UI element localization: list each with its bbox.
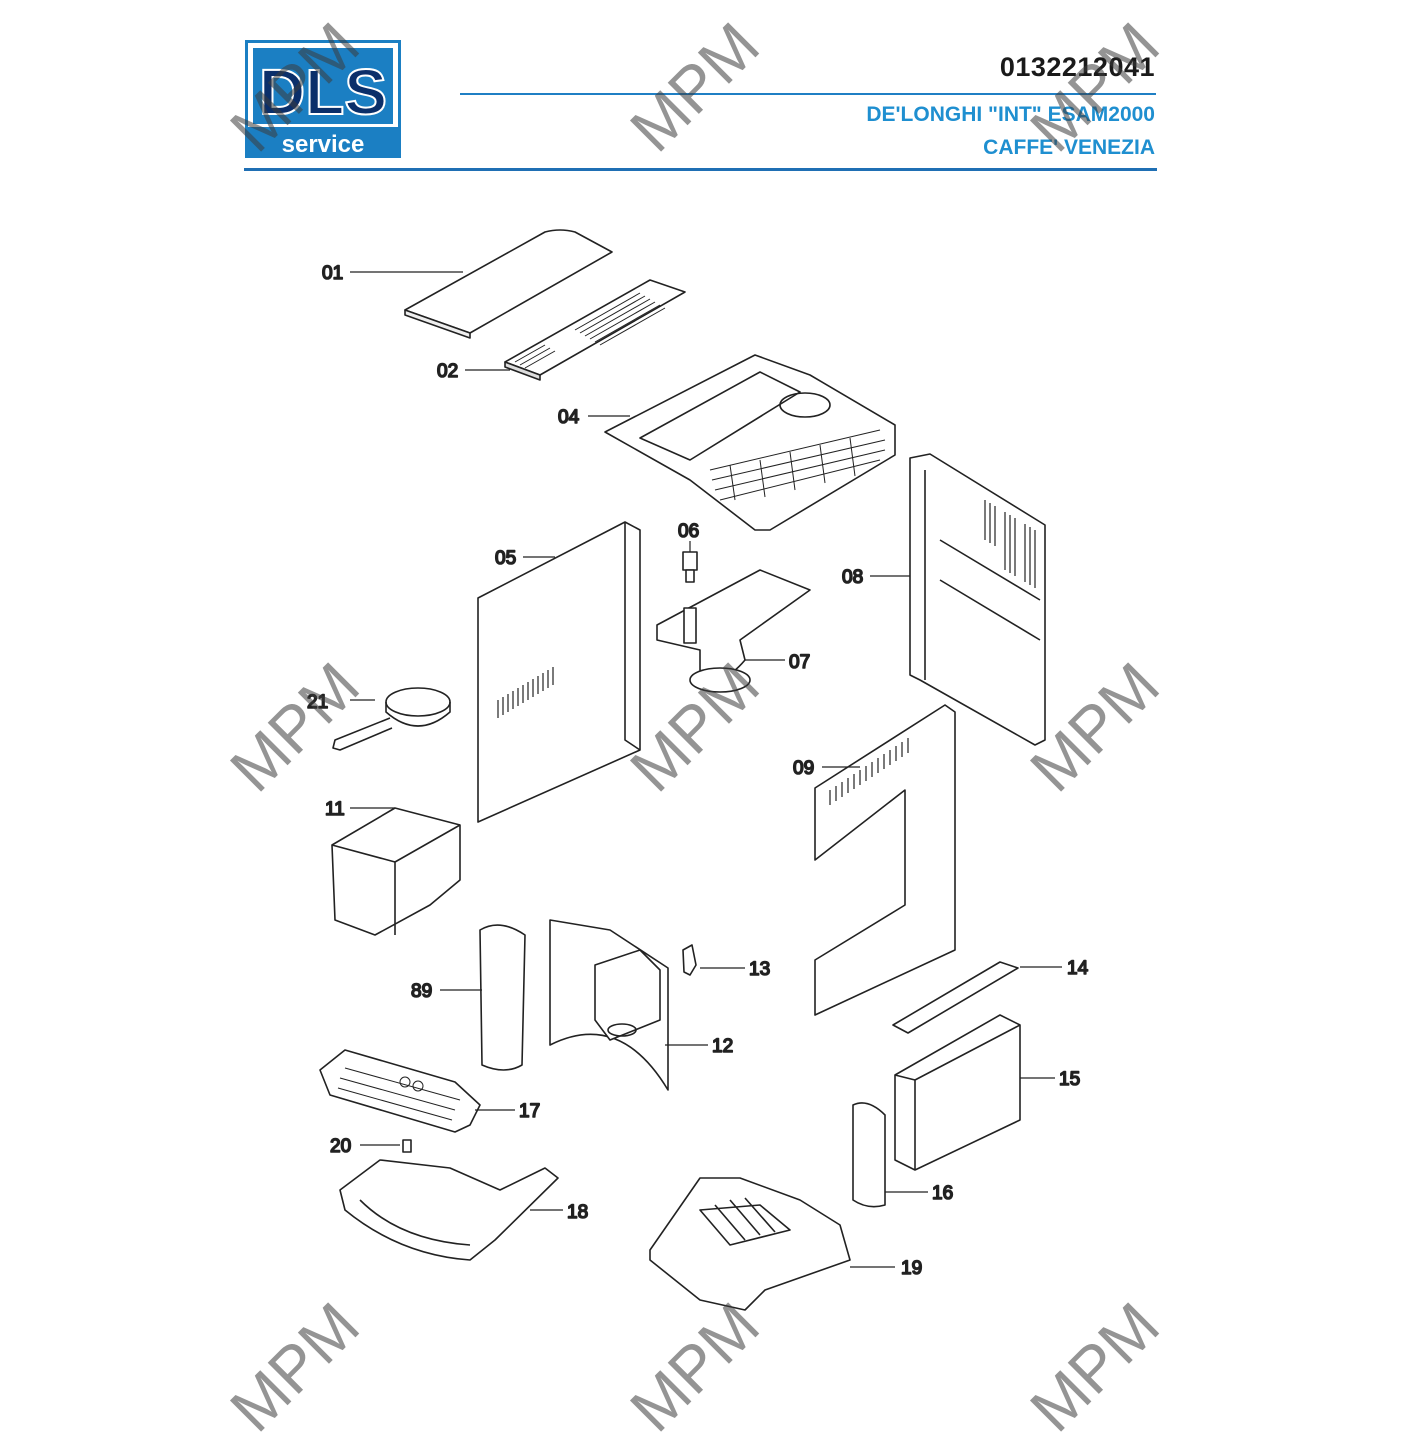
label-part-21: 21: [307, 692, 328, 713]
label-part-16: 16: [932, 1183, 953, 1204]
logo-service-text: service: [282, 131, 365, 158]
label-part-15: 15: [1059, 1069, 1080, 1090]
part-17-drip-grille: [319, 1049, 481, 1133]
part-19-base: [649, 1177, 851, 1311]
label-part-07: 07: [789, 652, 810, 673]
part-04-top-frame: [604, 354, 896, 531]
part-21-coffee-scoop: [332, 687, 451, 751]
label-part-17: 17: [519, 1101, 540, 1122]
label-part-12: 12: [712, 1036, 733, 1057]
part-11-water-tank: [331, 807, 461, 936]
model-subtitle: CAFFE' VENEZIA: [983, 136, 1155, 159]
logo-letters: DLS: [259, 56, 387, 128]
label-part-11: 11: [325, 799, 345, 820]
part-06-knob: [682, 551, 698, 583]
part-14-slide: [892, 961, 1019, 1034]
leader-lines: [350, 271, 1062, 1268]
part-18-drip-tray: [339, 1159, 559, 1261]
part-02-grille-cover: [504, 279, 686, 381]
label-part-13: 13: [749, 959, 770, 980]
label-part-02: 02: [437, 361, 458, 382]
label-part-20: 20: [330, 1136, 351, 1157]
label-part-89: 89: [411, 981, 432, 1002]
part-12-front-assembly: [549, 919, 669, 1091]
document-number: 0132212041: [999, 52, 1155, 82]
label-part-19: 19: [901, 1258, 922, 1279]
label-part-14: 14: [1067, 958, 1089, 979]
label-part-08: 08: [842, 567, 863, 588]
part-01-lid: [404, 229, 613, 339]
label-part-05: 05: [495, 548, 516, 569]
model-title: DE'LONGHI "INT" ESAM2000: [866, 103, 1155, 126]
part-20-pin: [402, 1139, 412, 1153]
dls-service-logo: DLS service: [245, 40, 401, 158]
header-divider: [460, 93, 1156, 95]
part-16-side-column: [852, 1102, 886, 1208]
part-05-side-panel: [477, 521, 641, 823]
part-13-clip: [682, 944, 697, 976]
label-part-04: 04: [558, 407, 580, 428]
label-part-01: 01: [322, 263, 343, 284]
header-bottom-rule: [244, 168, 1157, 171]
part-09-front-panel: [814, 704, 956, 1016]
label-part-06: 06: [678, 521, 699, 542]
part-15-dreg-box: [894, 1014, 1021, 1171]
label-part-09: 09: [793, 758, 814, 779]
part-89-side-column: [479, 924, 526, 1071]
label-part-18: 18: [567, 1202, 588, 1223]
part-08-back-panel: [909, 453, 1046, 746]
part-07-funnel-tray: [656, 569, 811, 693]
